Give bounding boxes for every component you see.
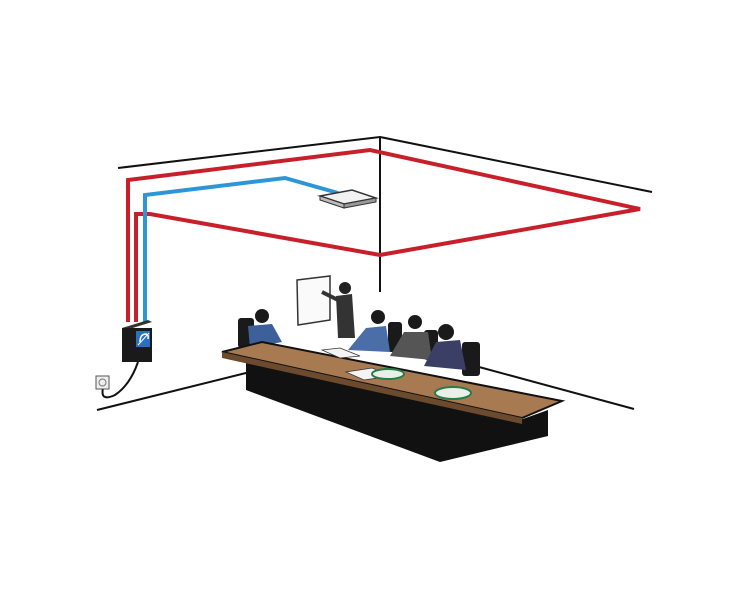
attendees <box>238 309 480 376</box>
presenter <box>321 282 355 338</box>
room-outline <box>96 135 653 411</box>
signal-cable <box>143 175 339 322</box>
table-base <box>246 360 548 462</box>
plate <box>371 368 405 380</box>
loop-amplifier <box>122 320 152 362</box>
floor-line-right <box>467 363 635 410</box>
flip-chart <box>296 275 331 326</box>
plate <box>434 386 472 400</box>
ceiling-wall-edge <box>117 135 653 193</box>
induction-loop-cable <box>126 147 641 322</box>
ceiling-microphone <box>317 189 379 209</box>
conference-table <box>221 340 566 462</box>
paper <box>320 347 361 359</box>
floor-line-left <box>96 371 251 411</box>
power-cable <box>101 361 139 399</box>
wall-socket <box>95 375 110 390</box>
